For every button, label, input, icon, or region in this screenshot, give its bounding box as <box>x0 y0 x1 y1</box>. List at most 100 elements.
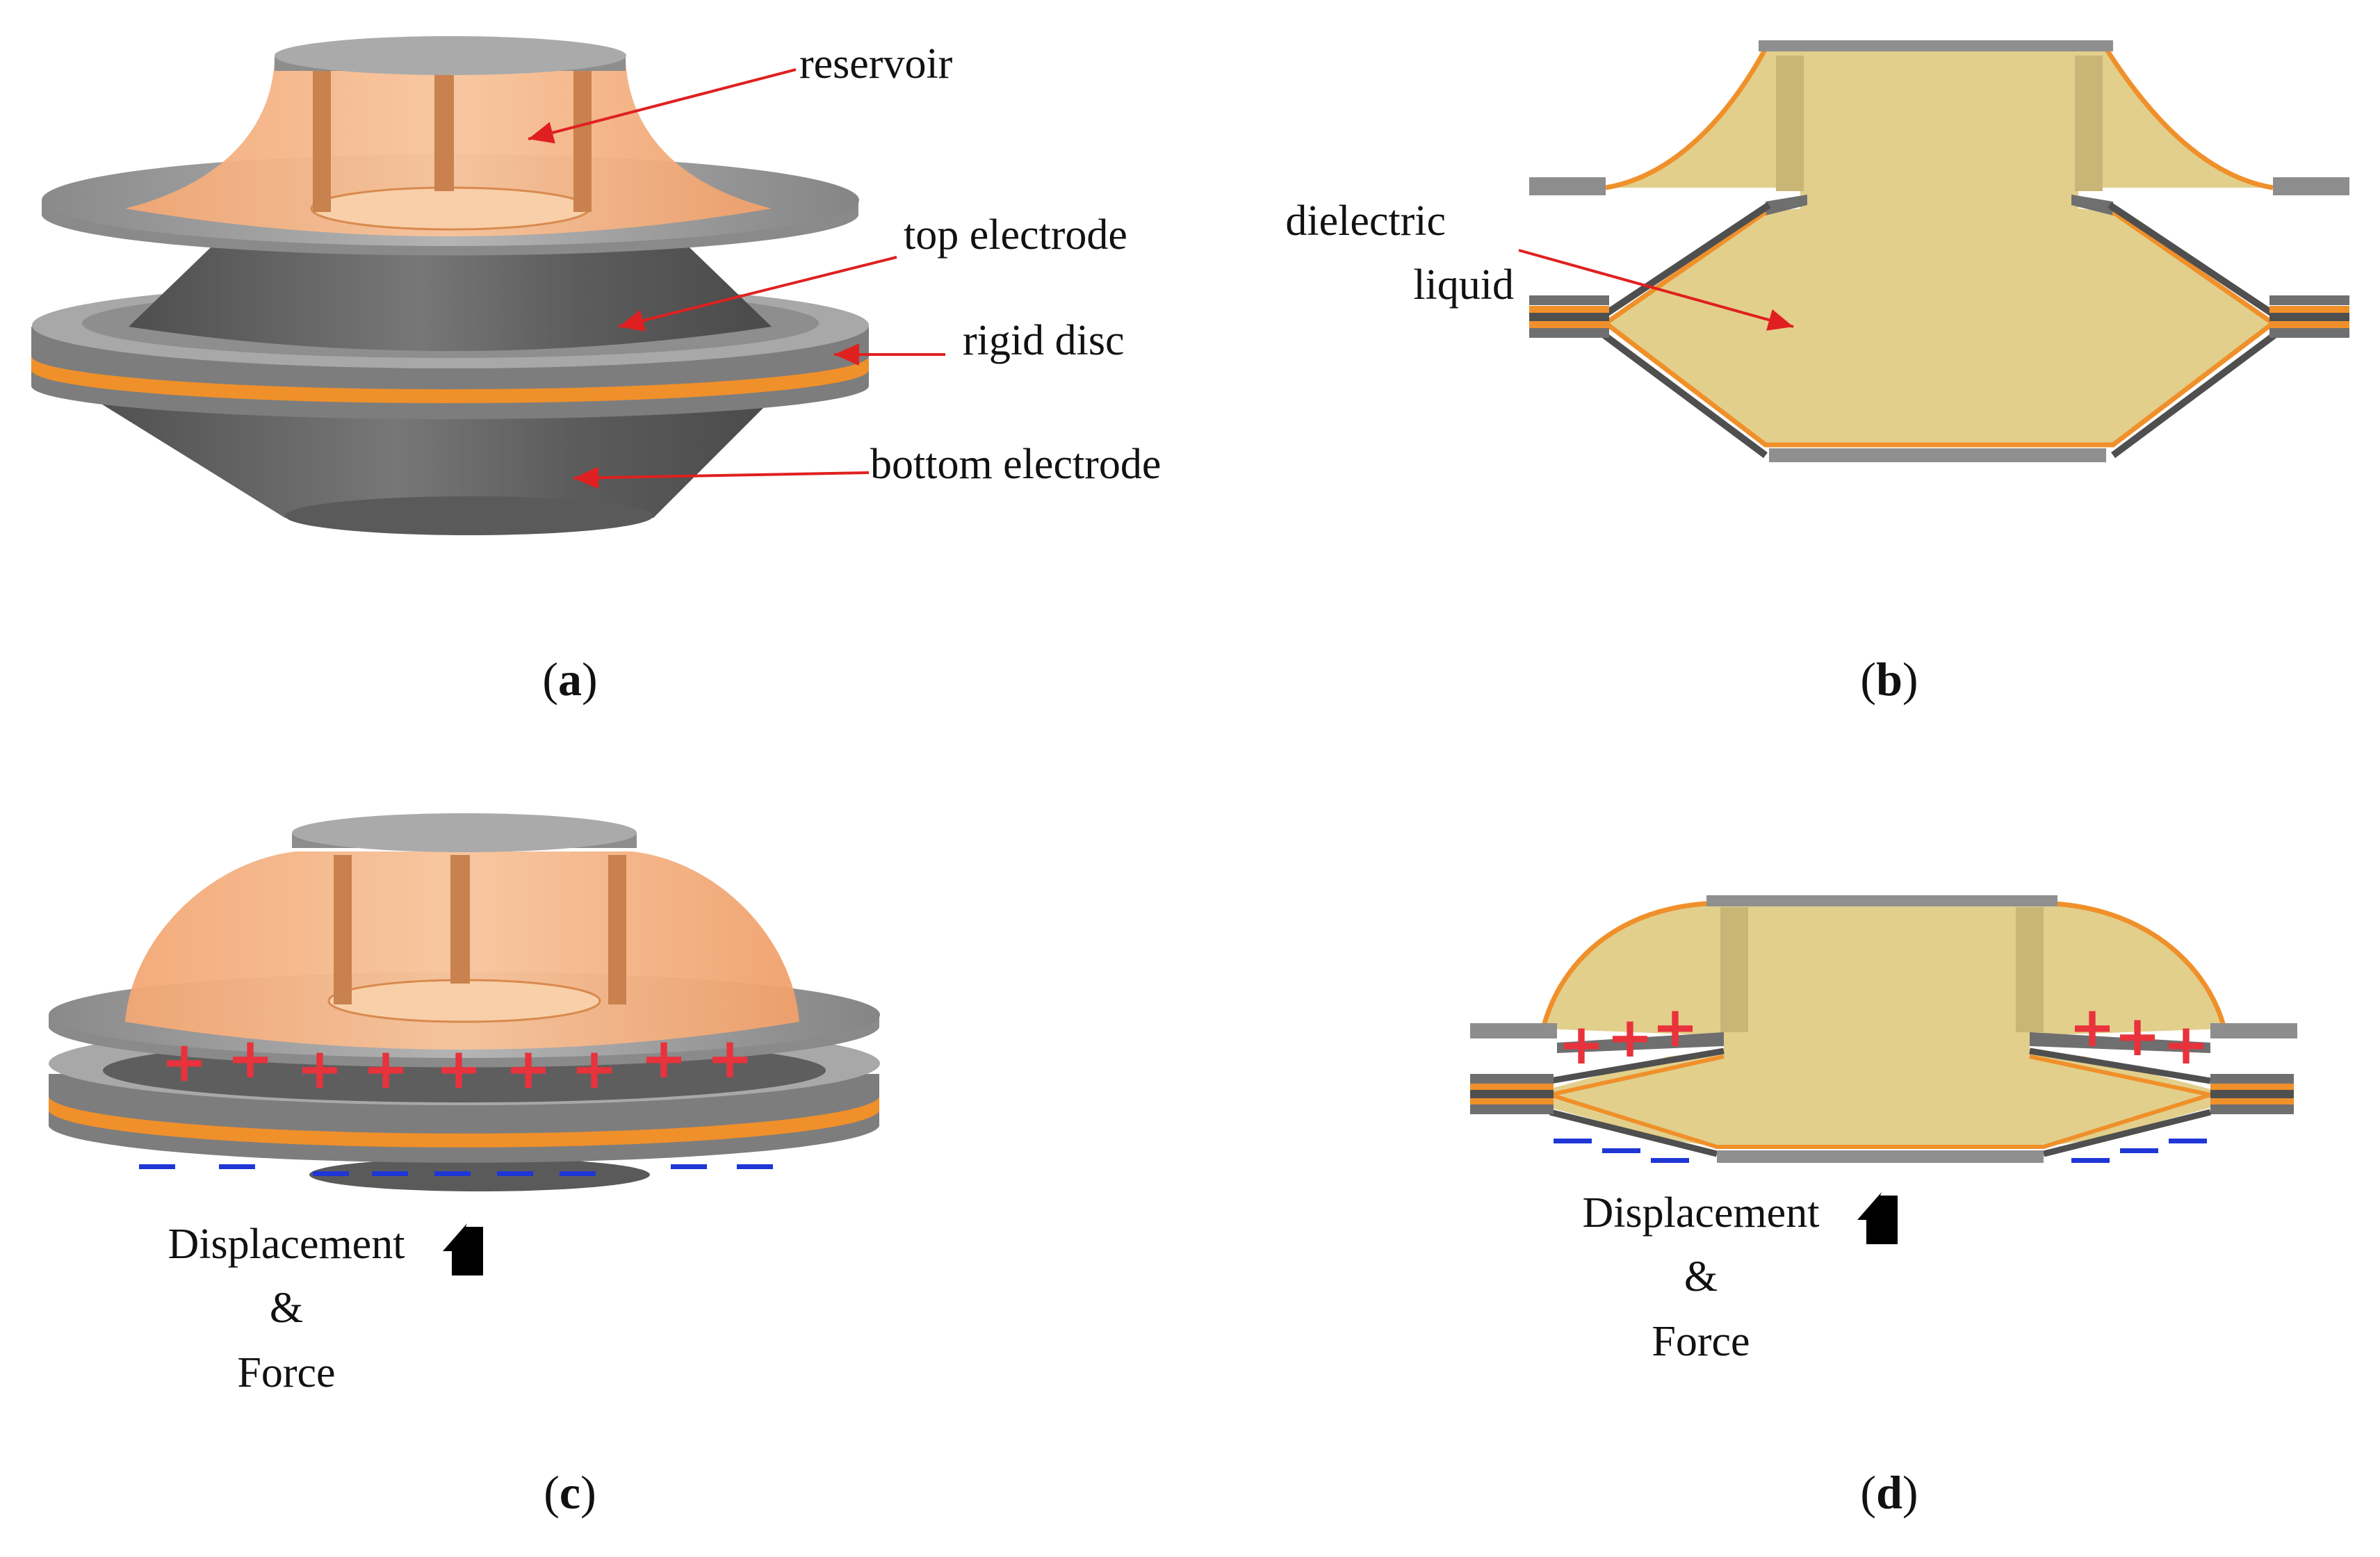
ampersand-label: & <box>1684 1253 1718 1301</box>
displacement-label: Displacement <box>1583 1189 1820 1237</box>
edge-stack-right <box>2210 1074 2294 1114</box>
top-electrode-slope <box>1549 1047 2211 1084</box>
minus-sign <box>1602 1148 1640 1153</box>
minus-sign <box>372 1171 408 1176</box>
column-shade <box>1720 907 1748 1032</box>
panel-d: + + + + + + Displacement & Force (d) <box>1470 895 2297 1519</box>
minus-sign <box>1651 1158 1689 1163</box>
panel-c: + + + + + + + + + Displacement & Force (… <box>49 813 880 1519</box>
minus-sign <box>2071 1158 2110 1163</box>
reservoir-post <box>573 66 592 212</box>
top-electrode-label: top electrode <box>904 211 1127 259</box>
reservoir-post <box>450 855 470 984</box>
dielectric-arrow <box>1518 249 1794 331</box>
negative-charges <box>139 1164 773 1176</box>
panel-a: reservoir top electrode rigid disc botto… <box>31 36 1161 706</box>
column-shade <box>2075 56 2103 191</box>
edge-stack-left <box>1529 295 1609 338</box>
upward-arrow-icon <box>1857 1192 1898 1244</box>
top-electrode-left <box>1470 1023 1557 1038</box>
plus-sign: + <box>227 1026 273 1091</box>
plus-sign: + <box>706 1026 753 1091</box>
negative-charges <box>1554 1139 2207 1163</box>
minus-sign <box>139 1164 175 1169</box>
bottom-electrode-label: bottom electrode <box>870 441 1161 488</box>
minus-sign <box>1554 1139 1592 1143</box>
bottom-electrode-slope <box>1600 330 2279 459</box>
caption-c: (c) <box>544 1466 596 1519</box>
dielectric-liquid-body <box>1515 904 2245 1147</box>
bottom-electrode-slope <box>1549 1109 2212 1157</box>
caption-d: (d) <box>1860 1466 1918 1519</box>
reservoir-inner-ring <box>310 186 591 231</box>
minus-sign <box>434 1171 471 1176</box>
rigid-ring-left <box>1766 195 1807 215</box>
plus-sign: + <box>2069 995 2115 1059</box>
plus-sign: + <box>2114 1004 2160 1068</box>
rigid-ring-right <box>2030 1032 2210 1053</box>
minus-sign <box>219 1164 255 1169</box>
edge-stack-right <box>2269 295 2349 338</box>
reservoir-post <box>334 855 352 1004</box>
plus-sign: + <box>1652 995 1698 1059</box>
plus-sign: + <box>640 1026 687 1091</box>
reservoir-post <box>434 66 454 191</box>
ampersand-label: & <box>270 1285 303 1332</box>
bottom-electrode-cone <box>83 393 779 518</box>
reservoir-post <box>313 66 331 212</box>
bottom-electrode-plate <box>1717 1150 2044 1163</box>
reservoir-inner-ring <box>327 979 601 1023</box>
top-electrode-cone <box>129 229 772 351</box>
bottom-electrode-plate <box>1769 448 2106 462</box>
plus-sign: + <box>505 1036 551 1101</box>
plus-sign: + <box>362 1036 409 1101</box>
minus-sign <box>497 1171 533 1176</box>
top-cap-plate <box>1706 895 2057 906</box>
plus-sign: + <box>1558 1012 1604 1077</box>
force-label: Force <box>1652 1318 1750 1365</box>
force-label: Force <box>237 1349 335 1396</box>
rigid-disc-film <box>49 1097 879 1148</box>
plus-sign: + <box>2162 1012 2209 1077</box>
top-electrode-right <box>2273 177 2349 195</box>
rigid-ring-right <box>2071 195 2113 215</box>
panel-b: dielectric liquid (b) <box>1285 40 2349 706</box>
minus-sign <box>737 1164 773 1169</box>
reservoir-post <box>608 855 626 1004</box>
minus-sign <box>2169 1139 2207 1143</box>
plus-sign: + <box>296 1036 343 1101</box>
positive-charges: + + + + + + + + + <box>161 1026 753 1101</box>
dielectric-label-line1: dielectric <box>1285 197 1446 245</box>
top-electrode-arrow <box>618 256 897 332</box>
column-shade <box>1776 56 1804 191</box>
plus-sign: + <box>161 1029 207 1094</box>
rigid-disc-label: rigid disc <box>963 317 1124 364</box>
minus-sign <box>560 1171 596 1176</box>
plus-sign: + <box>435 1036 482 1101</box>
minus-sign <box>2120 1148 2158 1153</box>
displacement-label: Displacement <box>168 1221 405 1268</box>
caption-b: (b) <box>1860 653 1918 706</box>
bottom-electrode-base <box>309 1158 650 1191</box>
column-shade <box>2016 907 2044 1032</box>
chamber-film <box>1542 1054 2219 1149</box>
chamber-film <box>1601 210 2277 448</box>
positive-charges: + + + + + + <box>1558 995 2209 1077</box>
edge-stack-left <box>1470 1074 1554 1114</box>
minus-sign <box>313 1171 349 1176</box>
plus-sign: + <box>571 1036 617 1101</box>
rigid-disc-film <box>31 356 870 404</box>
caption-a: (a) <box>542 653 597 706</box>
rigid-ring-left <box>1557 1032 1724 1053</box>
top-cap <box>292 813 637 852</box>
minus-sign <box>671 1164 707 1169</box>
plus-sign: + <box>1606 1005 1653 1070</box>
dielectric-label-line2: liquid <box>1413 261 1514 309</box>
upward-arrow-icon <box>443 1223 483 1275</box>
bottom-electrode-arrow <box>573 466 870 489</box>
dielectric-liquid-body <box>1606 49 2273 445</box>
top-cap-plate <box>1759 40 2113 51</box>
bottom-electrode-base <box>285 496 653 535</box>
top-electrode-right <box>2210 1023 2297 1038</box>
